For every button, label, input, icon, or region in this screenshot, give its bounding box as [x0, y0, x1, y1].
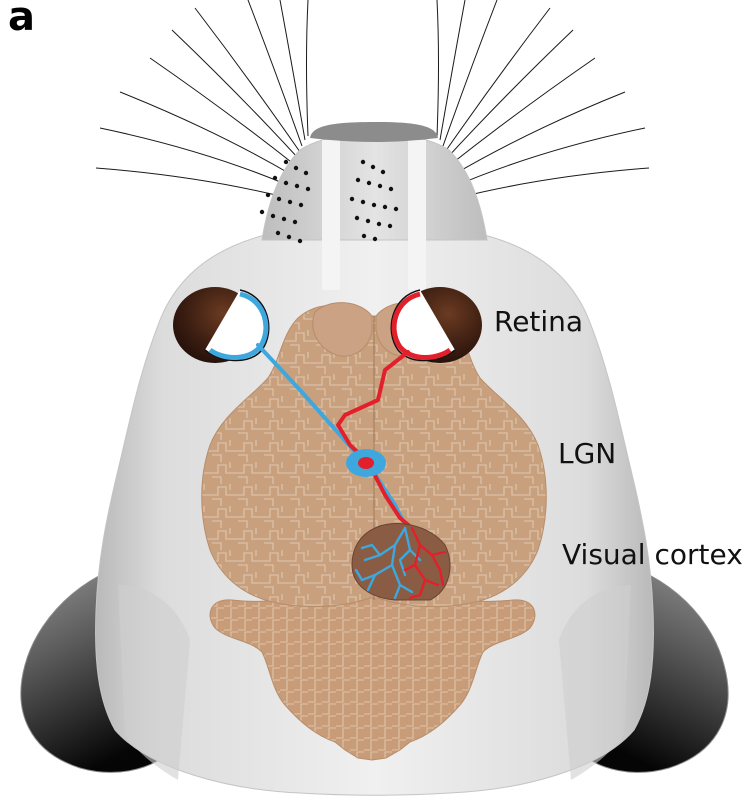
- panel-letter: a: [8, 0, 35, 40]
- visual-cortex-area: [352, 523, 450, 600]
- retina-label: Retina: [494, 305, 583, 338]
- left-eye: [173, 287, 269, 363]
- lgn-label: LGN: [558, 437, 616, 470]
- visual-cortex-label: Visual cortex: [562, 538, 743, 571]
- nose: [310, 122, 438, 142]
- snout-midline: [322, 140, 340, 290]
- right-eye: [391, 287, 482, 363]
- lgn-nucleus: [346, 449, 386, 477]
- snout-midline: [408, 140, 426, 290]
